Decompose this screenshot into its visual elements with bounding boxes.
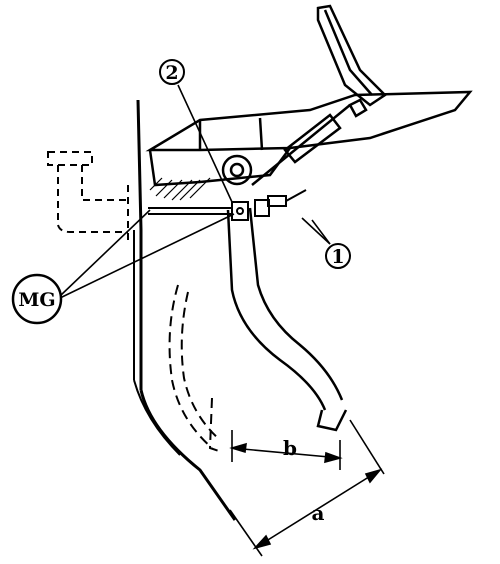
master-cylinder-outline [47,151,129,240]
pivot-boss [221,154,253,186]
callout-1: 1 [325,243,351,269]
hatching [149,177,211,201]
top-pedal [316,4,387,107]
return-spring [251,98,368,186]
adjuster-switch [231,189,307,221]
leader-lines [59,84,331,299]
callout-2: 2 [159,59,185,85]
dimension-b-label: b [283,436,297,460]
dimension-a-label: a [312,501,325,525]
callout-mg-label: MG [18,289,55,311]
callout-mg: MG [11,273,63,325]
dimension-b [229,430,343,470]
brake-pedal-outline [168,284,223,453]
bulkhead [133,99,237,521]
dimension-a [229,419,385,557]
push-rods [148,207,232,215]
callout-1-label: 1 [331,246,344,268]
pedal-arm [226,207,348,432]
callout-2-label: 2 [165,62,178,84]
